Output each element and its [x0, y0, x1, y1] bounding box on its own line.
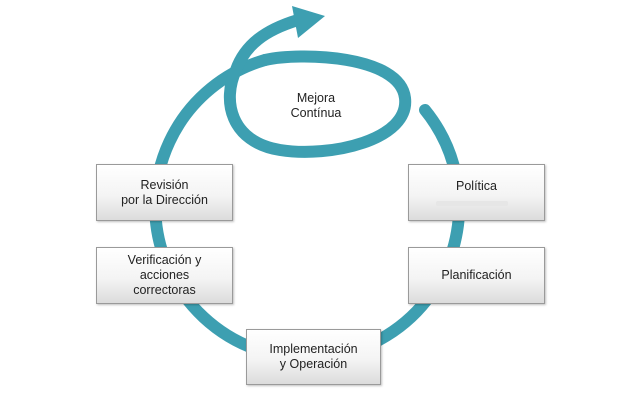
loop-arrowhead-icon — [292, 6, 325, 38]
step-planificacion-box: Planificación — [408, 247, 545, 304]
continuous-improvement-loop — [223, 14, 412, 158]
step-politica-label: Política — [456, 179, 497, 193]
step-planificacion-label: Planificación — [441, 268, 512, 282]
continuous-improvement-label: Mejora Contínua — [290, 91, 342, 120]
step-verificacion-label: Verificación y acciones correctoras — [127, 253, 202, 297]
politica-redacted-line — [436, 201, 508, 206]
step-verificacion-box: Verificación y acciones correctoras — [96, 247, 233, 304]
step-implementacion-box: Implementación y Operación — [246, 329, 381, 385]
step-revision-box: Revisión por la Dirección — [96, 164, 233, 221]
step-politica-box: Política — [408, 164, 545, 221]
step-implementacion-label: Implementación y Operación — [269, 342, 358, 371]
step-revision-label: Revisión por la Dirección — [121, 177, 208, 207]
